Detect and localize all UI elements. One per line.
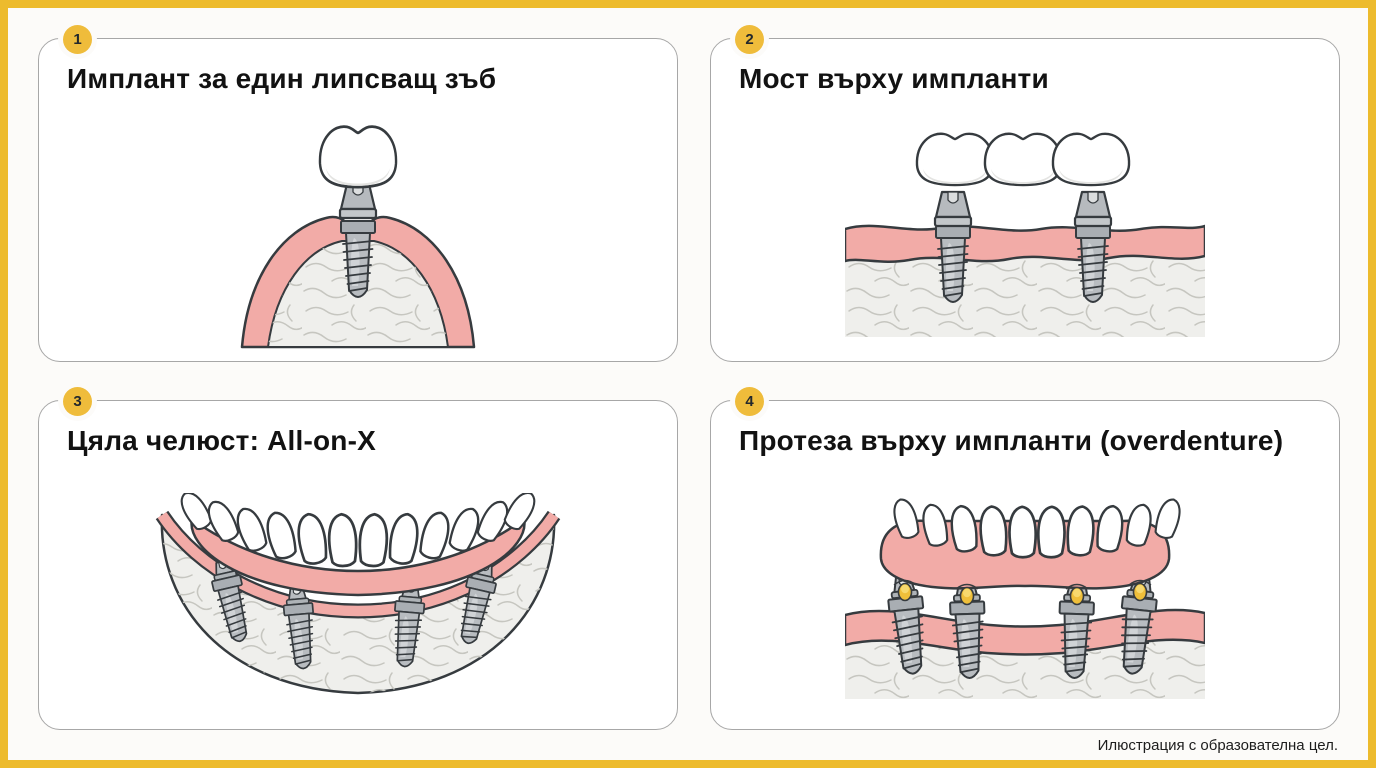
panel-title: Мост върху импланти bbox=[739, 63, 1049, 94]
attachment-balls bbox=[893, 579, 1152, 606]
panel-number: 2 bbox=[745, 31, 754, 48]
panel-title: Протеза върху импланти (overdenture) bbox=[739, 425, 1284, 456]
panel-number-badge: 1 bbox=[63, 25, 92, 54]
panel-number: 4 bbox=[745, 393, 754, 410]
panel-title: Цяла челюст: All-on-X bbox=[67, 425, 376, 456]
panel-card-2: 2 Мост върху импланти bbox=[710, 25, 1340, 362]
panel-card-1: 1 Имплант за един липсващ зъб bbox=[38, 25, 678, 362]
implant-abutment bbox=[933, 190, 973, 228]
bone bbox=[845, 248, 1205, 337]
panel-number: 3 bbox=[73, 393, 82, 410]
panel-title: Имплант за един липсващ зъб bbox=[67, 63, 497, 94]
tooth-crown bbox=[318, 125, 398, 189]
panel-card-4: 4 Протеза върху импланти (overdenture) bbox=[710, 387, 1340, 730]
implant-bridge-illustration bbox=[845, 132, 1205, 337]
panel-card-3: 3 Цяла челюст: All-on-X bbox=[38, 387, 678, 730]
all-on-x-illustration bbox=[155, 493, 561, 695]
gum-band bbox=[845, 224, 1205, 263]
gum-ridge-strip bbox=[155, 510, 561, 619]
panel-number-badge: 3 bbox=[63, 387, 92, 416]
overdenture-illustration bbox=[845, 495, 1205, 699]
single-tooth-implant-illustration bbox=[240, 125, 476, 349]
implant-abutment bbox=[1073, 190, 1113, 228]
panel-number-badge: 2 bbox=[735, 25, 764, 54]
panel-number: 1 bbox=[73, 31, 82, 48]
bridge-crowns bbox=[915, 132, 1131, 187]
footer-caption: Илюстрация с образователна цел. bbox=[1097, 737, 1338, 754]
poster-background: 1 Имплант за един липсващ зъб 2 М bbox=[8, 8, 1368, 760]
bone bbox=[845, 637, 1205, 699]
implant-abutment bbox=[338, 182, 378, 220]
panel-number-badge: 4 bbox=[735, 387, 764, 416]
